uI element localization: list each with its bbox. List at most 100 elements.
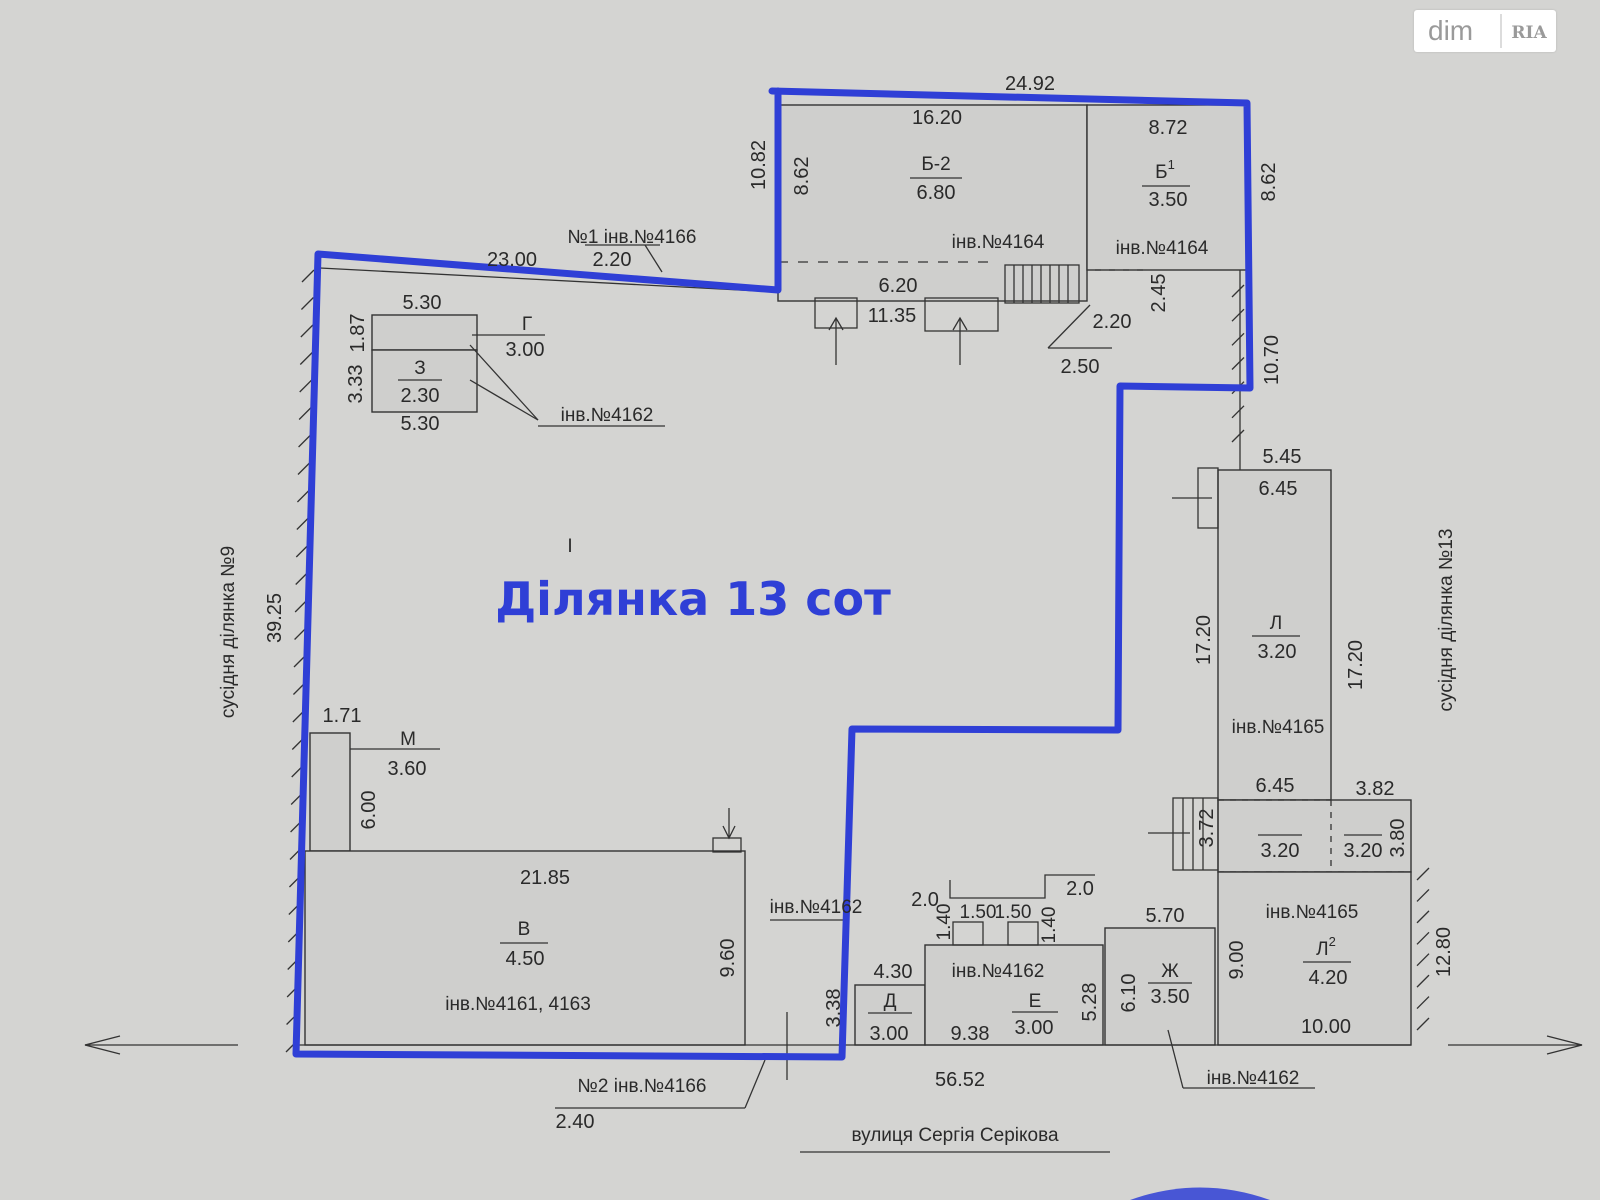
b1-letter: Б1 (1155, 157, 1175, 183)
ria-logo-icon: RIA (1500, 14, 1556, 48)
dim-e-w1: 1.50 (960, 902, 997, 923)
dim-e-h2: 1.40 (1039, 907, 1060, 944)
watermark: dim RIA (1414, 10, 1556, 52)
street-name: вулиця Сергія Серікова (851, 1125, 1059, 1146)
dim-b1-h: 8.62 (1258, 163, 1280, 202)
m-height: 3.60 (388, 758, 427, 780)
marker-i: I (567, 536, 572, 557)
building-g (371, 314, 478, 351)
l-letter: Л (1270, 613, 1282, 634)
dim-left-upper: 10.82 (748, 140, 770, 190)
dim-top: 24.92 (1005, 73, 1055, 95)
dim-l-h2: 17.20 (1345, 640, 1367, 690)
dim-220: 2.20 (1093, 311, 1132, 333)
v-height: 4.50 (506, 948, 545, 970)
l2-height: 4.20 (1309, 967, 1348, 989)
svg-text:RIA: RIA (1511, 23, 1547, 43)
dim-b2-h: 8.62 (791, 157, 813, 196)
dim-m-w: 1.71 (323, 705, 362, 727)
dim-left-total: 39.25 (264, 593, 286, 643)
z-letter: З (414, 358, 425, 379)
d-letter: Д (884, 991, 897, 1012)
m-letter: М (400, 729, 416, 750)
g-height: 3.00 (506, 339, 545, 361)
plot-boundary (292, 87, 1254, 1061)
dim-right-h: 12.80 (1433, 927, 1455, 977)
v-letter: В (518, 919, 531, 940)
dim-e-h1: 1.40 (934, 904, 955, 941)
dim-1070: 10.70 (1261, 335, 1283, 385)
building-l (1217, 469, 1332, 801)
dim-l2-w: 10.00 (1301, 1016, 1351, 1038)
dim-l2-h: 9.00 (1226, 941, 1248, 980)
arrow-left-icon (84, 1035, 238, 1055)
lext-height-b: 3.20 (1344, 840, 1383, 862)
building-zh (1104, 927, 1216, 1046)
l2-inv: інв.№4165 (1266, 902, 1359, 923)
building-e (924, 944, 1104, 1046)
arrow-right-icon (1448, 1035, 1583, 1055)
plot-area-label: Ділянка 13 сот (495, 572, 891, 626)
stairs-icon (1004, 264, 1080, 304)
stamp-fragment (1130, 1187, 1270, 1200)
fence-n2-label: №2 інв.№4166 (578, 1076, 707, 1097)
fence-n1-label: №1 інв.№4166 (568, 227, 697, 248)
zh-bottom-inv: інв.№4162 (1207, 1068, 1300, 1089)
dim-250: 2.50 (1061, 356, 1100, 378)
building-z (371, 349, 478, 413)
dim-g-h: 1.87 (347, 314, 369, 353)
dim-e-w: 9.38 (951, 1023, 990, 1045)
fence-n2-height: 2.40 (556, 1111, 595, 1133)
buildings-outlines (84, 104, 1583, 1153)
dim-zh-h: 6.10 (1118, 974, 1140, 1013)
l-height: 3.20 (1258, 641, 1297, 663)
fence-n1-height: 2.20 (593, 249, 632, 271)
v-side-inv: інв.№4162 (770, 897, 863, 918)
zh-letter: Ж (1161, 961, 1179, 982)
building-m (309, 732, 351, 852)
dim-g-top: 5.30 (403, 292, 442, 314)
z-inv: інв.№4162 (561, 405, 654, 426)
dim-e-b: 2.0 (1066, 878, 1094, 900)
dim-d-w: 4.30 (874, 961, 913, 983)
dim-b2-w: 16.20 (912, 107, 962, 129)
g-letter: Г (522, 314, 532, 335)
b1-height: 3.50 (1149, 189, 1188, 211)
b2-height: 6.80 (917, 182, 956, 204)
building-v (304, 850, 746, 1046)
v-inv: інв.№4161, 4163 (445, 994, 591, 1015)
building-b1 (1086, 104, 1248, 271)
dim-lext-h2: 3.80 (1387, 819, 1409, 858)
dim-l-h: 17.20 (1193, 615, 1215, 665)
zh-height: 3.50 (1151, 986, 1190, 1008)
building-b2 (777, 104, 1088, 302)
dim-lext-h: 3.72 (1196, 809, 1218, 848)
lext-height-a: 3.20 (1261, 840, 1300, 862)
dim-bottom-total: 56.52 (935, 1069, 985, 1091)
b2-inv: інв.№4164 (952, 232, 1045, 253)
dim-245: 2.45 (1148, 274, 1170, 313)
l-inv: інв.№4165 (1232, 717, 1325, 738)
e-inv: інв.№4162 (952, 961, 1045, 982)
dim-e-w2: 1.50 (995, 902, 1032, 923)
dim-lext-w2: 3.82 (1356, 778, 1395, 800)
e-height: 3.00 (1015, 1017, 1054, 1039)
z-height: 2.30 (401, 385, 440, 407)
dim-e-h: 5.28 (1079, 983, 1101, 1022)
dim-lext-w: 6.45 (1256, 775, 1295, 797)
dim-e-a: 2.0 (911, 889, 939, 911)
dim-l-top: 5.45 (1263, 446, 1302, 468)
dim-b1-w: 8.72 (1149, 117, 1188, 139)
neighbor-left: сусідня ділянка №9 (218, 546, 239, 718)
b2-letter: Б-2 (921, 154, 950, 175)
dim-m-h: 6.00 (358, 791, 380, 830)
dim-zh-w: 5.70 (1146, 905, 1185, 927)
dim-l-w: 6.45 (1259, 478, 1298, 500)
watermark-text: dim (1428, 15, 1474, 46)
dim-v-h: 9.60 (717, 939, 739, 978)
dim-porch-w: 11.35 (868, 305, 917, 327)
dim-v-w: 21.85 (520, 867, 570, 889)
b1-inv: інв.№4164 (1116, 238, 1209, 259)
